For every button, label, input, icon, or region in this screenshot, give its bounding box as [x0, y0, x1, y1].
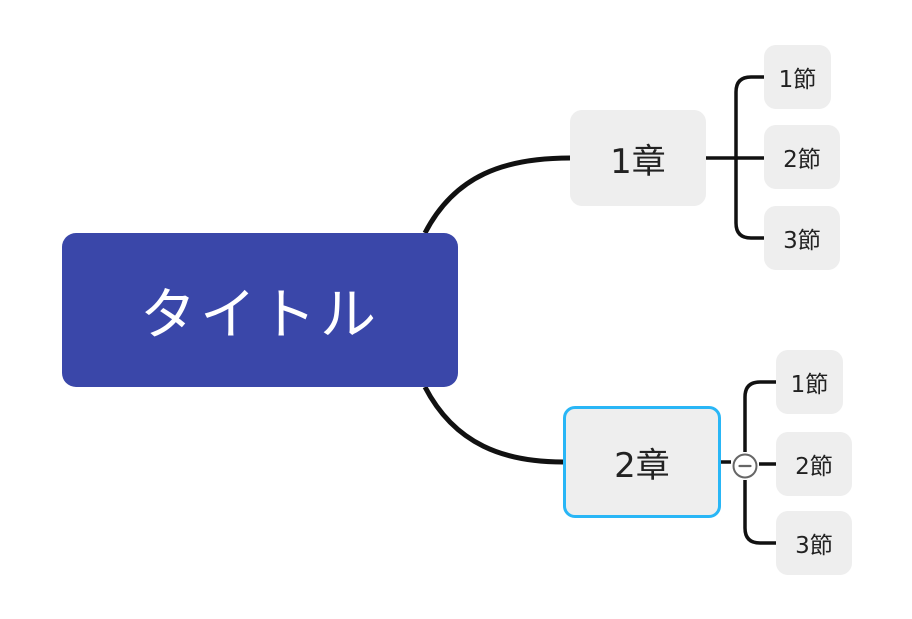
section-label: 2節: [795, 454, 833, 480]
root-topic-label: タイトル: [140, 282, 380, 348]
section-label: 3節: [783, 228, 821, 254]
section-label: 1節: [778, 67, 817, 93]
connector-root-to-chapter-1: [422, 155, 571, 235]
root-topic[interactable]: タイトル: [62, 233, 458, 387]
section-label: 1節: [790, 372, 829, 398]
connector-chapter-1-to-sec-3: [734, 158, 764, 240]
chapter-2-topic-selected[interactable]: 2章: [563, 406, 721, 518]
chapter-1-section-2[interactable]: 2節: [764, 125, 840, 189]
connector-chapter-2-to-sec-3: [743, 480, 776, 545]
chapter-1-section-3[interactable]: 3節: [764, 206, 840, 270]
connector-chapter-2-to-sec-1: [743, 380, 776, 452]
chapter-2-section-3[interactable]: 3節: [776, 511, 852, 575]
section-label: 2節: [783, 147, 821, 173]
chapter-1-section-1[interactable]: 1節: [764, 45, 831, 109]
chapter-2-section-2[interactable]: 2節: [776, 432, 852, 496]
chapter-1-topic[interactable]: 1章: [570, 110, 706, 206]
connector-root-to-chapter-2: [422, 385, 564, 465]
chapter-1-label: 1章: [610, 141, 666, 182]
chapter-2-label: 2章: [614, 445, 670, 486]
minus-circle-icon[interactable]: [731, 452, 759, 480]
section-label: 3節: [795, 533, 833, 559]
chapter-2-section-1[interactable]: 1節: [776, 350, 843, 414]
connector-chapter-1-to-sec-1: [734, 75, 764, 158]
